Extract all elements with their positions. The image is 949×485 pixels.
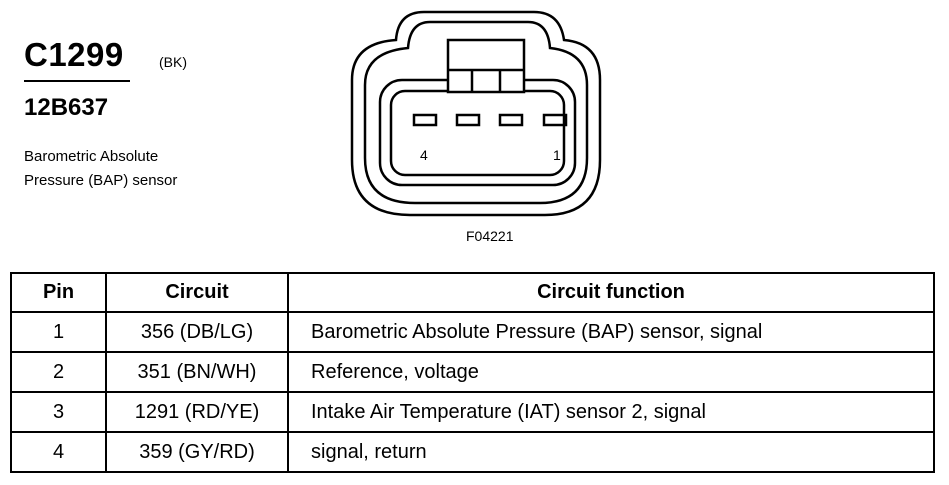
connector-outer-housing (350, 10, 602, 217)
figure-code: F04221 (466, 228, 514, 244)
circuit-cell: 359 (GY/RD) (105, 431, 289, 473)
pin-cell: 2 (10, 351, 107, 393)
circuit-cell: 351 (BN/WH) (105, 351, 289, 393)
header-circuit-function: Circuit function (287, 272, 935, 313)
pin-label-1: 1 (553, 147, 561, 163)
function-cell: signal, return (287, 431, 935, 473)
circuit-cell: 1291 (RD/YE) (105, 391, 289, 433)
table-row: 1 356 (DB/LG) Barometric Absolute Pressu… (10, 311, 935, 353)
pin-cavity-outer (378, 78, 577, 187)
pin-cavity-inner (389, 89, 566, 177)
pin-table: Pin Circuit Circuit function 1 356 (DB/L… (10, 272, 935, 473)
header-circuit: Circuit (105, 272, 289, 313)
table-row: 4 359 (GY/RD) signal, return (10, 431, 935, 473)
connector-face-diagram: 4 1 (350, 10, 602, 217)
pin-4-terminal (412, 113, 438, 127)
table-row: 2 351 (BN/WH) Reference, voltage (10, 351, 935, 393)
pin-2-terminal (498, 113, 524, 127)
pin-label-4: 4 (420, 147, 428, 163)
pin-cell: 4 (10, 431, 107, 473)
function-cell: Intake Air Temperature (IAT) sensor 2, s… (287, 391, 935, 433)
connector-description-line2: Pressure (BAP) sensor (24, 172, 178, 189)
function-cell: Reference, voltage (287, 351, 935, 393)
connector-inner-housing (363, 20, 589, 205)
pin-1-terminal (542, 113, 568, 127)
header-pin: Pin (10, 272, 107, 313)
function-cell: Barometric Absolute Pressure (BAP) senso… (287, 311, 935, 353)
connector-description-line1: Barometric Absolute (24, 148, 159, 165)
part-number: 12B637 (24, 94, 109, 121)
pin-cell: 1 (10, 311, 107, 353)
connector-id: C1299 (24, 36, 124, 73)
connector-color: (BK) (159, 54, 187, 70)
locking-tab (446, 38, 526, 94)
table-header-row: Pin Circuit Circuit function (10, 272, 935, 313)
connector-id-underline (24, 80, 130, 82)
circuit-cell: 356 (DB/LG) (105, 311, 289, 353)
pin-cell: 3 (10, 391, 107, 433)
pin-3-terminal (455, 113, 481, 127)
table-row: 3 1291 (RD/YE) Intake Air Temperature (I… (10, 391, 935, 433)
